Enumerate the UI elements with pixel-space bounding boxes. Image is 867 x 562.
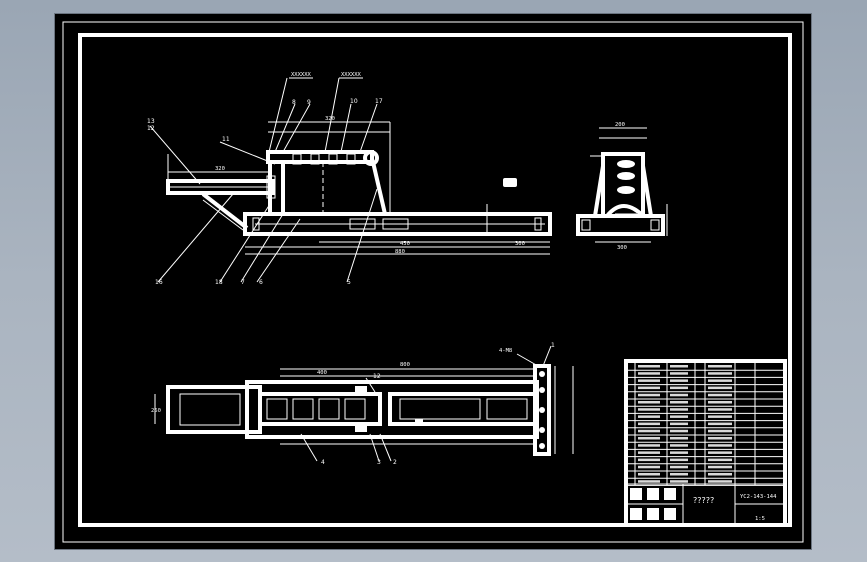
svg-text:1:5: 1:5: [755, 516, 765, 522]
callout-11: 11: [222, 136, 230, 143]
callout-8: 8: [292, 99, 296, 106]
svg-text:450: 450: [400, 241, 410, 247]
svg-text:400: 400: [317, 370, 327, 376]
svg-text:300: 300: [515, 241, 525, 247]
plan-callout-3: 3: [377, 459, 381, 466]
plan-callout-4: 4: [321, 459, 325, 466]
callout-12: 12: [147, 125, 155, 132]
side-column: [601, 152, 645, 218]
plan-callout-2: 2: [393, 459, 397, 466]
elevation-view: 450 300 880 320 320 XXXXXX XXXXXX 13 12 …: [147, 72, 552, 286]
end-fitting: [503, 178, 517, 187]
callout-10: 10: [350, 98, 358, 105]
callout-18: 18: [215, 279, 223, 286]
svg-text:XXXXXX: XXXXXX: [341, 72, 362, 78]
svg-text:320: 320: [325, 116, 335, 122]
plan-callout-1: 1: [551, 342, 555, 349]
pivot-joint: [363, 150, 379, 166]
callout-16: 16: [155, 279, 163, 286]
svg-text:300: 300: [617, 245, 627, 251]
drawing-sheet: 450 300 880 320 320 XXXXXX XXXXXX 13 12 …: [55, 14, 811, 549]
side-view: 200 300: [576, 122, 668, 251]
inclined-strut: [201, 192, 249, 230]
svg-text:4-M8: 4-M8: [499, 348, 512, 354]
svg-text:320: 320: [215, 166, 225, 172]
plan-end-plate: [533, 364, 551, 456]
cad-drawing: 450 300 880 320 320 XXXXXX XXXXXX 13 12 …: [62, 21, 804, 543]
callout-13: 13: [147, 118, 155, 125]
side-arc: [605, 204, 645, 218]
svg-text:260: 260: [151, 408, 161, 414]
drawing-number: YC2-143-144: [740, 494, 777, 500]
inner-border: [78, 33, 792, 527]
side-base: [576, 214, 665, 236]
top-rail: [266, 150, 374, 164]
svg-text:XXXXXX: XXXXXX: [291, 72, 312, 78]
plan-callout-12: 12: [373, 373, 381, 380]
title-block-name: ?????: [693, 496, 714, 505]
parts-list-and-title-block: ????? YC2-143-144 1:5: [624, 359, 787, 527]
plan-view: 800 400 260 4-M8 1 12 4 3 2: [151, 342, 574, 466]
outer-border: [62, 21, 804, 543]
callout-6: 6: [259, 279, 263, 286]
svg-text:200: 200: [615, 122, 625, 128]
svg-text:880: 880: [395, 249, 405, 255]
callout-17: 17: [375, 98, 383, 105]
svg-text:800: 800: [400, 362, 410, 368]
callout-5: 5: [347, 279, 351, 286]
callout-9: 9: [307, 99, 311, 106]
callout-7: 7: [241, 279, 245, 286]
